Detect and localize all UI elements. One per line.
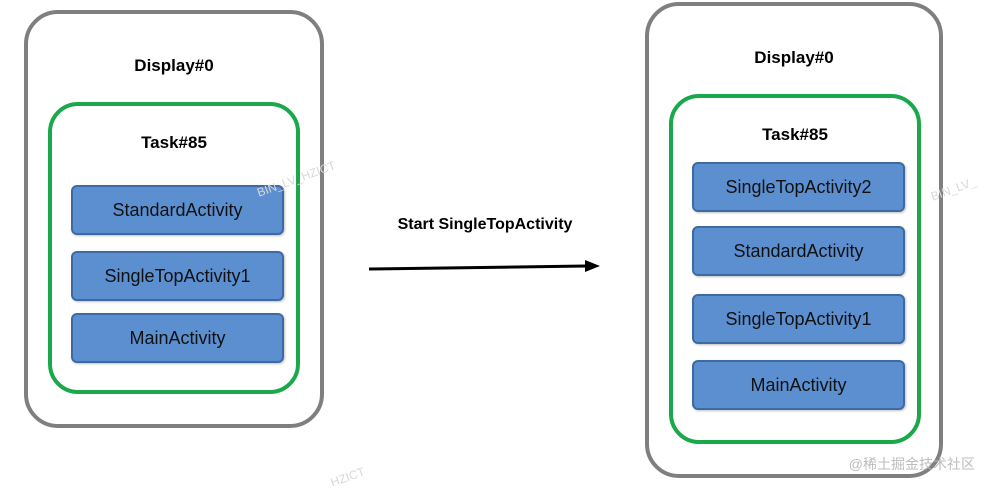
faint-watermark-3: HZICT bbox=[328, 464, 367, 490]
right-activity-standard: StandardActivity bbox=[692, 226, 905, 276]
left-task-container: Task#85 StandardActivity SingleTopActivi… bbox=[48, 102, 300, 394]
right-activity-singletop1: SingleTopActivity1 bbox=[692, 294, 905, 344]
corner-watermark: @稀土掘金技术社区 bbox=[848, 456, 975, 472]
left-display-title: Display#0 bbox=[134, 56, 214, 75]
right-task-container: Task#85 SingleTopActivity2 StandardActiv… bbox=[669, 94, 921, 444]
right-display-title: Display#0 bbox=[754, 48, 834, 67]
left-activity-standard: StandardActivity bbox=[71, 185, 284, 235]
right-display-container: Display#0 Task#85 SingleTopActivity2 Sta… bbox=[645, 2, 943, 478]
left-task-title: Task#85 bbox=[141, 133, 207, 152]
right-task-title: Task#85 bbox=[762, 125, 828, 144]
right-activity-singletop2: SingleTopActivity2 bbox=[692, 162, 905, 212]
left-display-container: Display#0 Task#85 StandardActivity Singl… bbox=[24, 10, 324, 428]
left-activity-singletop1: SingleTopActivity1 bbox=[71, 251, 284, 301]
right-activity-main: MainActivity bbox=[692, 360, 905, 410]
arrow-label: Start SingleTopActivity bbox=[397, 216, 573, 233]
left-activity-main: MainActivity bbox=[71, 313, 284, 363]
